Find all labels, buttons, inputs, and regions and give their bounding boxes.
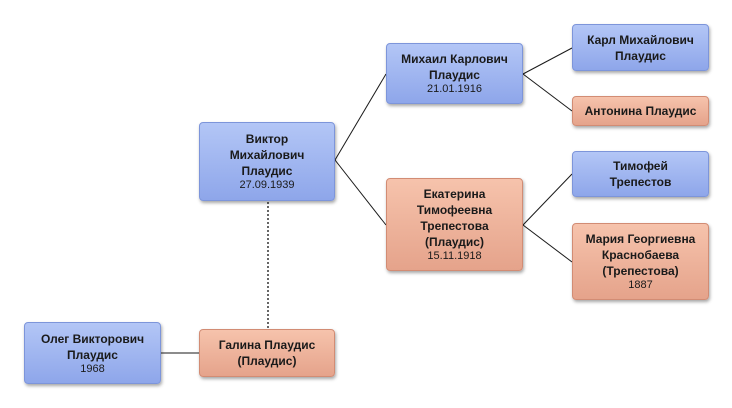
person-mikhail[interactable]: Михаил Карлович Плаудис 21.01.1916	[386, 43, 523, 104]
person-name: Краснобаева	[601, 248, 680, 262]
link-viktor-ekaterina	[334, 159, 387, 226]
person-name: Плаудис	[429, 68, 480, 82]
link-mikhail-karl	[522, 47, 573, 75]
person-name: Плаудис	[241, 164, 293, 178]
person-name: Плаудис	[615, 48, 666, 63]
person-date: 15.11.1918	[427, 250, 482, 262]
person-name: Мария Георгиевна	[585, 232, 696, 246]
person-oleg[interactable]: Олег Викторович Плаудис 1968	[24, 322, 161, 384]
person-date: 27.09.1939	[239, 179, 295, 191]
link-viktor-mikhail	[334, 73, 387, 161]
link-ekaterina-maria	[522, 224, 573, 263]
person-name: Михаил Карлович	[401, 52, 508, 66]
person-name: (Плаудис)	[237, 354, 297, 368]
person-name: Плаудис	[67, 347, 118, 362]
person-name: Карл Михайлович	[587, 32, 694, 47]
person-name: Тимофей	[613, 159, 668, 173]
person-name: Трепестова	[420, 219, 489, 233]
person-date: 1968	[80, 362, 105, 375]
person-name: Галина Плаудис	[218, 338, 316, 352]
person-name: Виктор	[245, 132, 289, 146]
person-karl[interactable]: Карл Михайлович Плаудис	[572, 24, 709, 71]
person-name: Антонина Плаудис	[584, 104, 697, 118]
person-galina[interactable]: Галина Плаудис (Плаудис)	[199, 329, 335, 377]
person-maria[interactable]: Мария Георгиевна Краснобаева (Трепестова…	[572, 223, 709, 300]
person-name: Трепестов	[609, 175, 672, 189]
person-name: Олег Викторович	[40, 331, 145, 346]
link-ekaterina-timofey	[522, 173, 573, 226]
person-date: 21.01.1916	[426, 83, 483, 95]
person-name: (Трепестова)	[602, 264, 679, 278]
person-antonina[interactable]: Антонина Плаудис	[572, 96, 709, 126]
person-name: Михайлович	[229, 148, 305, 162]
person-ekaterina[interactable]: Екатерина Тимофеевна Трепестова (Плаудис…	[386, 178, 523, 271]
person-viktor[interactable]: Виктор Михайлович Плаудис 27.09.1939	[199, 122, 335, 201]
person-name: Тимофеевна	[416, 203, 493, 217]
person-timofey[interactable]: Тимофей Трепестов	[572, 151, 709, 197]
person-date: 1887	[628, 279, 653, 291]
person-name: (Плаудис)	[425, 235, 484, 249]
person-name: Екатерина	[423, 187, 486, 201]
link-mikhail-antonina	[522, 73, 573, 112]
